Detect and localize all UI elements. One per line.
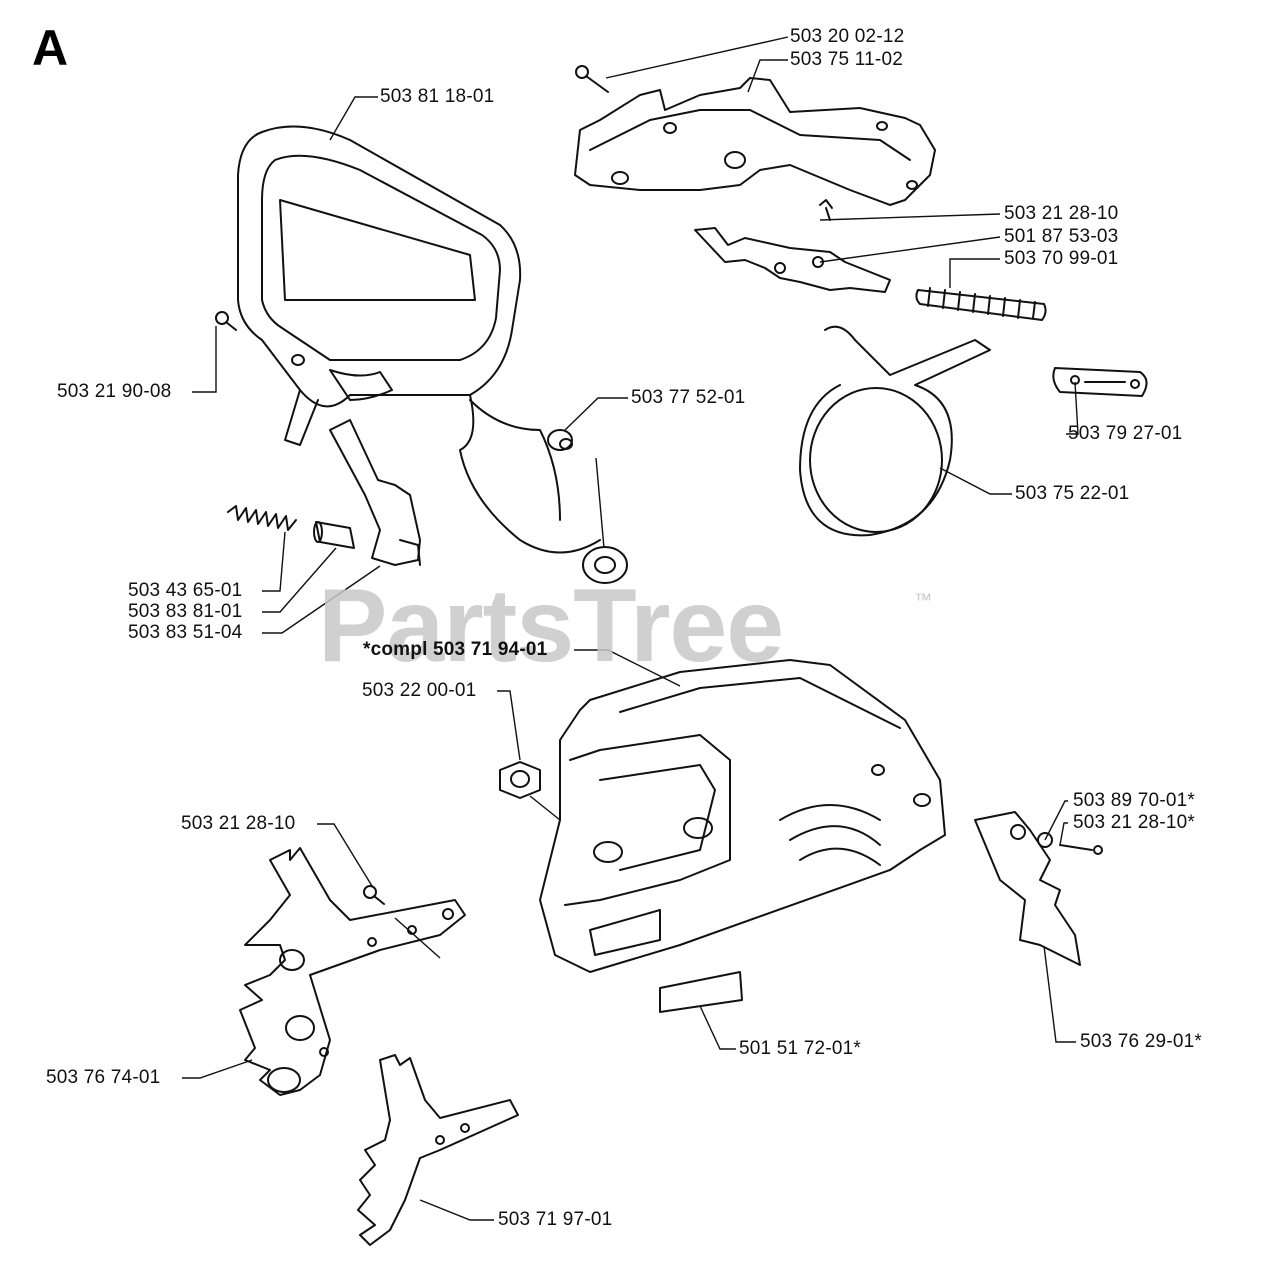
leader-p19 <box>699 1005 736 1050</box>
part-label: *compl 503 71 94-01 <box>363 639 548 660</box>
part-label: 503 21 28-10* <box>1073 812 1195 833</box>
bumper-spike-part <box>239 847 466 1096</box>
inspection-cover-part <box>659 971 743 1013</box>
leader-p1 <box>605 36 789 79</box>
bumper-spike-small-part <box>357 1054 519 1246</box>
part-label: 503 83 51-04 <box>128 622 243 643</box>
top-screw-part <box>575 65 609 93</box>
leader-p8 <box>564 397 628 549</box>
leader-p2 <box>747 59 788 93</box>
leader-lines <box>182 36 1079 1221</box>
part-label: 503 70 99-01 <box>1004 248 1119 269</box>
leader-p5 <box>819 236 1001 263</box>
nut-part <box>499 761 541 799</box>
part-label: 503 71 97-01 <box>498 1209 613 1230</box>
part-label: 503 20 02-12 <box>790 26 905 47</box>
part-label: 503 21 28-10 <box>1004 203 1119 224</box>
part-label: 501 87 53-03 <box>1004 226 1119 247</box>
leader-p18 <box>317 823 373 887</box>
leader-p4 <box>819 213 1001 221</box>
leader-p15 <box>497 690 561 821</box>
watermark-logo: PartsTree <box>318 568 784 684</box>
hand-guard-part <box>237 125 628 584</box>
part-label: 503 75 22-01 <box>1015 483 1130 504</box>
leader-p13b <box>394 917 441 959</box>
part-label: 503 75 11-02 <box>790 49 903 70</box>
leader-p17 <box>1059 822 1068 846</box>
clutch-cover-part <box>539 659 946 973</box>
brake-spring-part <box>915 287 1047 321</box>
leader-p11 <box>262 531 286 592</box>
part-label: 503 76 74-01 <box>46 1067 161 1088</box>
leader-p9 <box>1066 381 1079 435</box>
top-cover-part <box>574 77 936 206</box>
part-label: 503 89 70-01* <box>1073 790 1195 811</box>
section-letter: A <box>32 20 69 76</box>
leader-p21 <box>182 1059 253 1079</box>
part-label: 503 81 18-01 <box>380 86 495 107</box>
pin-part <box>1052 367 1148 397</box>
part-label: 503 22 00-01 <box>362 680 477 701</box>
brake-lever-part <box>329 419 421 566</box>
leader-p20 <box>1043 945 1076 1043</box>
leader-p14 <box>574 649 681 687</box>
part-label: 501 51 72-01* <box>739 1038 861 1059</box>
brake-band-part <box>799 325 991 537</box>
leader-p3 <box>329 96 378 141</box>
watermark-trademark: ™ <box>914 590 932 610</box>
pivot-bushing-part <box>547 429 573 451</box>
bumper-screw-part <box>363 885 385 905</box>
leader-p10 <box>939 467 1012 495</box>
leader-p7 <box>192 326 217 393</box>
part-label: 503 83 81-01 <box>128 601 243 622</box>
leader-p16 <box>1044 800 1068 841</box>
brake-link-part <box>694 199 891 293</box>
spring-part <box>227 505 297 531</box>
screw-left-part <box>215 311 237 331</box>
part-label: 503 21 90-08 <box>57 381 172 402</box>
bushing-part <box>313 521 355 549</box>
leader-p13 <box>262 565 381 634</box>
deflector-part <box>974 811 1103 966</box>
part-label: 503 43 65-01 <box>128 580 243 601</box>
part-label: 503 21 28-10 <box>181 813 296 834</box>
part-label: 503 77 52-01 <box>631 387 746 408</box>
leader-p6 <box>949 258 1000 288</box>
part-label: 503 76 29-01* <box>1080 1031 1202 1052</box>
leader-p22 <box>419 1199 494 1221</box>
part-label: 503 79 27-01 <box>1068 423 1183 444</box>
leader-p12 <box>262 547 337 613</box>
